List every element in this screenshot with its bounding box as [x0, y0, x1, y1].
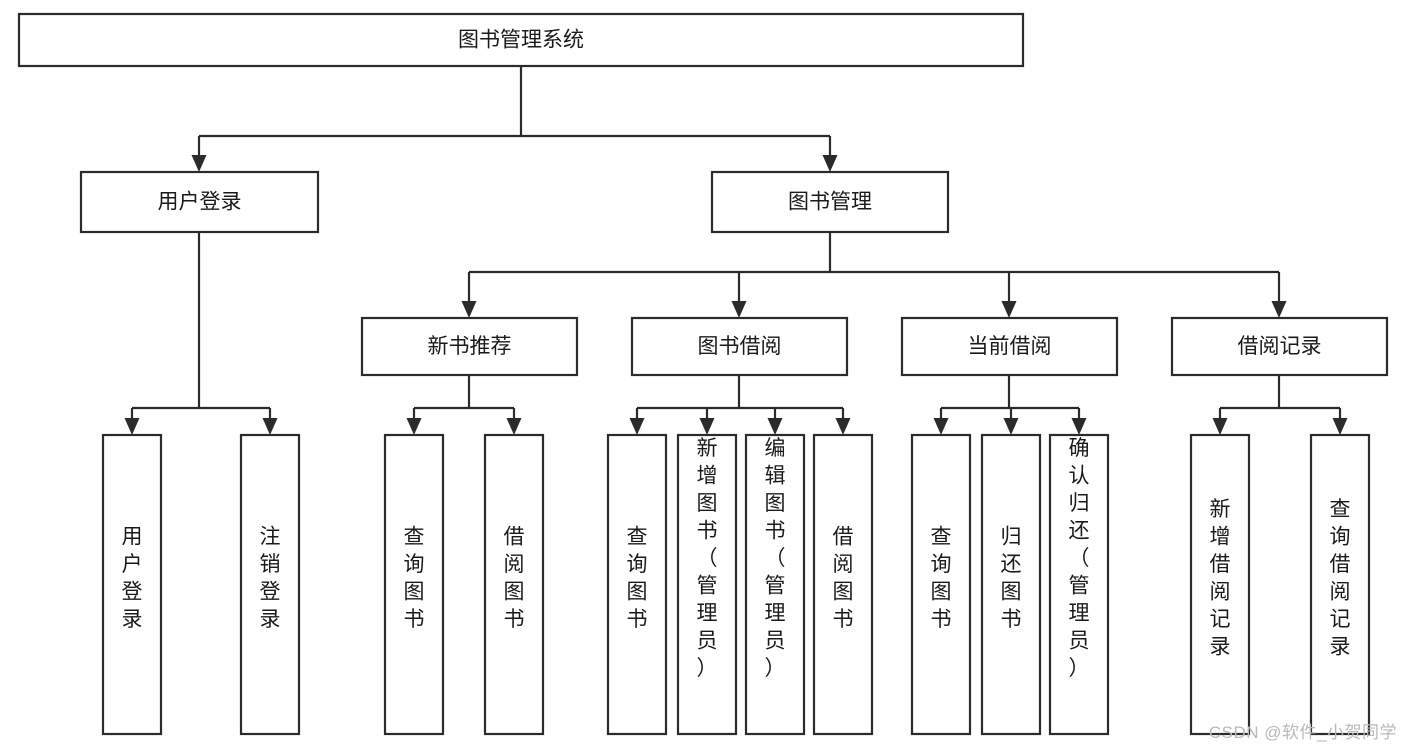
node-label: 查询借阅记录: [1330, 498, 1351, 659]
node-box[interactable]: [744, 433, 806, 736]
node-leaf-logout[interactable]: 注销登录: [239, 433, 301, 736]
node-box[interactable]: [900, 316, 1119, 377]
node-box[interactable]: [812, 433, 874, 736]
arrow-head-icon: [406, 418, 422, 435]
arrow-head-icon: [822, 155, 838, 172]
node-box[interactable]: [383, 433, 445, 736]
arrow-head-icon: [191, 155, 207, 172]
arrow-head-icon: [767, 418, 783, 435]
arrow-head-icon: [731, 301, 747, 318]
node-box[interactable]: [239, 433, 301, 736]
node-new-book-recommend[interactable]: 新书推荐: [360, 316, 579, 377]
node-borrow-record[interactable]: 借阅记录: [1170, 316, 1389, 377]
node-box[interactable]: [910, 433, 972, 736]
node-box[interactable]: [710, 170, 950, 234]
node-label: 借阅记录: [1238, 335, 1322, 358]
node-box[interactable]: [1170, 316, 1389, 377]
node-box[interactable]: [676, 433, 738, 736]
connector-user-login-to-leaves: [124, 232, 278, 435]
arrow-head-icon: [1332, 418, 1348, 435]
connector-borrow-record-to-leaves: [1212, 375, 1348, 435]
arrow-head-icon: [699, 418, 715, 435]
node-label: 新增图书（管理员）: [697, 437, 718, 680]
connector-current-borrow-to-leaves: [933, 375, 1087, 435]
node-leaf-user-login[interactable]: 用户登录: [101, 433, 163, 736]
arrow-head-icon: [262, 418, 278, 435]
node-root[interactable]: 图书管理系统: [17, 12, 1025, 68]
node-leaf-borrow-book-recommend[interactable]: 借阅图书: [483, 433, 545, 736]
node-label: 图书借阅: [698, 335, 782, 358]
node-label: 编辑图书（管理员）: [765, 437, 786, 680]
node-box[interactable]: [1189, 433, 1251, 736]
node-current-borrow[interactable]: 当前借阅: [900, 316, 1119, 377]
node-box[interactable]: [483, 433, 545, 736]
node-label: 确认归还（管理员）: [1069, 437, 1090, 680]
connector-new-book-recommend-to-leaves: [406, 375, 522, 435]
node-label: 借阅图书: [833, 526, 854, 632]
node-leaf-edit-book[interactable]: 编辑图书（管理员）: [744, 433, 806, 736]
node-box[interactable]: [1048, 433, 1110, 736]
node-label: 用户登录: [122, 526, 143, 632]
node-leaf-confirm-return[interactable]: 确认归还（管理员）: [1048, 433, 1110, 736]
node-leaf-query-book-borrow[interactable]: 查询图书: [606, 433, 668, 736]
node-leaf-return-book[interactable]: 归还图书: [980, 433, 1042, 736]
node-label: 查询图书: [627, 526, 648, 632]
node-label: 查询图书: [931, 526, 952, 632]
node-box[interactable]: [79, 170, 320, 234]
node-label: 新书推荐: [428, 335, 512, 358]
node-label: 图书管理系统: [458, 29, 584, 52]
node-label: 当前借阅: [968, 335, 1052, 358]
node-book-management[interactable]: 图书管理: [710, 170, 950, 234]
node-label: 图书管理: [788, 191, 872, 214]
node-box[interactable]: [101, 433, 163, 736]
node-box[interactable]: [980, 433, 1042, 736]
arrow-head-icon: [933, 418, 949, 435]
connector-book-management-to-level3: [461, 232, 1287, 318]
node-box[interactable]: [360, 316, 579, 377]
arrow-head-icon: [1212, 418, 1228, 435]
arrow-head-icon: [1003, 418, 1019, 435]
arrow-head-icon: [835, 418, 851, 435]
node-label: 注销登录: [260, 526, 281, 632]
node-label: 查询图书: [404, 526, 425, 632]
nodes-layer: 图书管理系统用户登录图书管理新书推荐图书借阅当前借阅借阅记录用户登录注销登录查询…: [17, 12, 1389, 736]
arrow-head-icon: [1271, 301, 1287, 318]
node-leaf-query-book-current[interactable]: 查询图书: [910, 433, 972, 736]
connectors-layer: [124, 66, 1348, 435]
arrow-head-icon: [124, 418, 140, 435]
arrow-head-icon: [506, 418, 522, 435]
node-leaf-borrow-book[interactable]: 借阅图书: [812, 433, 874, 736]
node-label: 借阅图书: [504, 526, 525, 632]
node-user-login[interactable]: 用户登录: [79, 170, 320, 234]
node-box[interactable]: [1309, 433, 1371, 736]
arrow-head-icon: [1001, 301, 1017, 318]
connector-book-borrow-to-leaves: [629, 375, 851, 435]
node-book-borrow[interactable]: 图书借阅: [630, 316, 849, 377]
node-leaf-add-record[interactable]: 新增借阅记录: [1189, 433, 1251, 736]
node-box[interactable]: [17, 12, 1025, 68]
node-leaf-query-book-recommend[interactable]: 查询图书: [383, 433, 445, 736]
node-label: 用户登录: [158, 191, 242, 214]
node-label: 归还图书: [1001, 526, 1022, 632]
arrow-head-icon: [461, 301, 477, 318]
node-label: 新增借阅记录: [1210, 498, 1231, 659]
arrow-head-icon: [1071, 418, 1087, 435]
arrow-head-icon: [629, 418, 645, 435]
connector-root-to-level2: [191, 66, 838, 172]
node-box[interactable]: [606, 433, 668, 736]
node-leaf-add-book[interactable]: 新增图书（管理员）: [676, 433, 738, 736]
node-leaf-query-record[interactable]: 查询借阅记录: [1309, 433, 1371, 736]
node-box[interactable]: [630, 316, 849, 377]
